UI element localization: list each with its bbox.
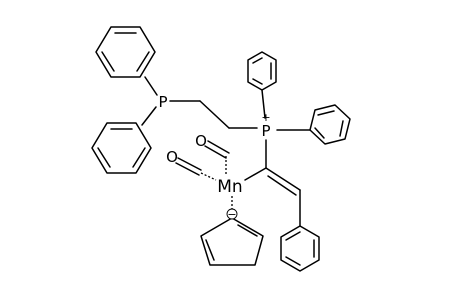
atom-mn: Mn [217, 177, 242, 197]
phenyl-ring-lower-left [91, 122, 152, 174]
bond-co-lower-mn [200, 172, 217, 181]
cp-charge-label: − [227, 208, 236, 221]
atom-o-upper: O [195, 132, 207, 150]
bond-p-phenyl-lower [141, 106, 157, 126]
bond-co-lower-1 [177, 157, 202, 171]
bond-co-upper-2 [204, 145, 227, 159]
bond-pplus-phenyl-up [261, 89, 266, 119]
pplus-charge-label: + [261, 111, 270, 124]
bond-co-upper-1 [207, 140, 230, 154]
bond-vinyl-single [244, 167, 267, 181]
bond-p-phenyl-upper [144, 76, 158, 96]
bond-vinyl-cc-second [267, 175, 297, 196]
phenyl-ring-right [309, 104, 351, 145]
atom-p-cation: P [261, 122, 270, 140]
cp-negative-charge: − [226, 208, 238, 221]
atom-o-lower: O [166, 148, 178, 166]
bond-co-lower-2 [175, 162, 200, 176]
bond-vinyl-cc [265, 167, 301, 191]
bond-ch2-ch2 [199, 100, 230, 129]
phenyl-ring-upper-left [95, 26, 156, 78]
phenyl-ring-upper-right [247, 51, 277, 91]
phenyl-ring-bottom [280, 225, 320, 272]
cyclopentadienyl-ring [200, 217, 264, 266]
atom-p-neutral: P [158, 93, 167, 111]
